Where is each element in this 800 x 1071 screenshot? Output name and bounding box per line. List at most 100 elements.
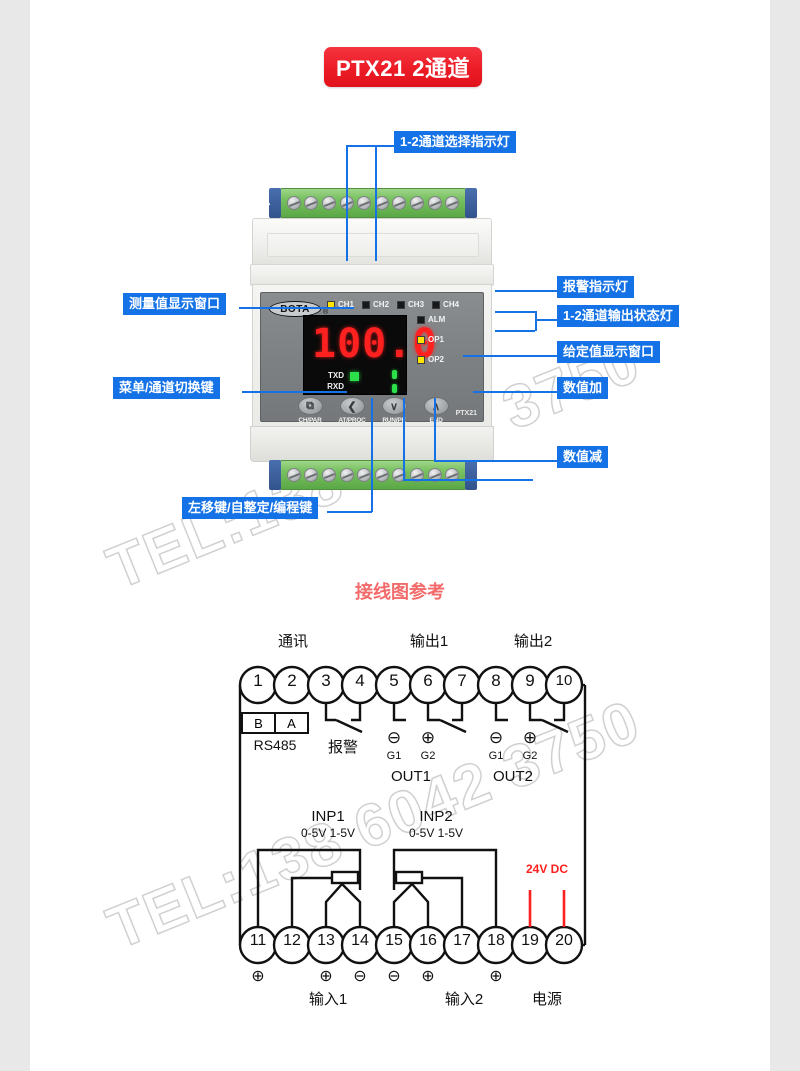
leader-line [434,398,436,461]
channel-led-label: CH4 [443,300,460,309]
terminal-number: 9 [525,671,535,690]
leader-line [463,355,559,357]
polarity-plus-icon: ⊕ [421,968,435,985]
wiring-group-label-comm: 通讯 [277,633,308,650]
button-caption: CH/PAR [298,417,322,424]
wiring-diagram: 通讯 输出1 输出2 1 2 3 4 5 6 7 8 9 10 B A RS48… [220,633,620,1020]
brand-registered-mark: ® [323,309,329,316]
wiring-group-label-input2: 输入2 [444,991,484,1008]
brand-logo: BOTA [269,301,321,317]
page-canvas: PTX21 2通道 TEL:138 6042 3750 TEL:138 6042… [30,0,770,1071]
status-led-alm: ALM [417,315,445,324]
terminal-number: 12 [283,932,301,949]
leader-line [403,479,533,481]
measured-value-display: 100.0 [312,321,438,367]
inp2-name: INP2 [419,808,453,825]
inp1-range: 0-5V 1-5V [300,826,356,840]
status-led-label: ALM [428,315,446,324]
led-indicator-icon [432,300,441,309]
button-end[interactable]: ∧ END [419,397,453,424]
rs485-name: RS485 [253,737,297,753]
wiring-section-title: 接线图参考 [355,582,445,602]
rxd-label: RXD [327,382,344,391]
callout-menu-channel-key: 菜单/通道切换键 [113,377,220,399]
power-voltage-label: 24V DC [525,862,569,876]
terminal-screw [321,468,336,482]
led-indicator-icon [417,335,425,344]
leader-line [371,398,373,512]
leader-line [346,145,376,147]
terminal-screw [357,196,372,210]
channel-led-label: CH3 [408,300,425,309]
resistor-symbol [394,870,424,885]
leader-line [434,460,559,462]
terminal-screw [304,196,319,210]
channel-led-label: CH1 [338,300,355,309]
led-indicator-icon [362,300,371,309]
polarity-minus-icon: ⊖ [488,728,504,747]
terminal-number: 5 [389,671,399,690]
setpoint-segment [392,370,397,379]
wiring-group-label-out1: 输出1 [409,633,449,650]
down-arrow-icon[interactable]: ∨ [381,397,407,415]
status-led-label: OP2 [428,355,445,364]
leader-line [535,319,559,321]
leader-line [375,145,397,147]
callout-value-up: 数值加 [557,377,609,399]
terminal-number: 3 [321,671,331,690]
terminal-number: 10 [555,672,573,689]
out2-g2-label: G2 [522,750,538,762]
terminal-endcap-left [269,460,281,490]
terminal-screw [392,468,407,482]
terminal-number: 20 [555,932,573,949]
terminal-screw [321,196,336,210]
out1-g2-label: G2 [420,750,436,762]
status-led-op2: OP2 [417,355,445,364]
wiring-diagram-svg [238,665,587,965]
leader-line [327,511,372,513]
resistor-symbol [330,870,360,885]
leader-line [495,290,559,292]
callout-left-auto-prog-key: 左移键/自整定/编程键 [182,497,319,519]
button-caption: AT/PROC [338,417,366,424]
up-arrow-icon[interactable]: ∧ [423,397,449,415]
terminal-number: 11 [249,932,267,949]
left-arrow-icon[interactable]: ❮ [339,397,365,415]
inp2-range: 0-5V 1-5V [408,826,464,840]
terminal-number: 18 [487,932,505,949]
leader-line [403,398,405,480]
channel-led-ch3: CH3 [397,300,424,309]
loop-arrow-icon[interactable]: ⧉ [297,397,323,415]
product-title-banner: PTX21 2通道 [324,47,482,87]
channel-led-ch4: CH4 [432,300,459,309]
terminal-number: 19 [521,932,539,949]
comm-labels: TXD RXD [308,370,344,392]
device-case-mid [250,264,494,286]
status-led-column: ALM OP1 OP2 [417,315,445,375]
terminal-screw [392,196,407,210]
wiring-group-label-power: 电源 [531,991,562,1008]
keypad: ⧉ CH/PAR ❮ AT/PROC ∨ RUN/PE ∧ END [293,397,453,424]
button-at-proc[interactable]: ❮ AT/PROC [335,397,369,424]
inp1-name: INP1 [311,808,345,825]
button-ch-par[interactable]: ⧉ CH/PAR [293,397,327,424]
polarity-plus-icon: ⊕ [420,728,436,747]
out1-name: OUT1 [390,768,431,785]
button-run-pe[interactable]: ∨ RUN/PE [377,397,411,424]
rs485-a-label: A [287,715,296,731]
terminal-screw [409,196,424,210]
callout-value-down: 数值减 [557,446,609,468]
device-case-slot [267,233,479,257]
terminal-screw [445,468,460,482]
polarity-minus-icon: ⊖ [387,968,401,985]
leader-line [375,145,377,261]
setpoint-value-display [392,370,397,398]
terminal-endcap-left: ▲ [260,188,281,218]
terminal-screw [409,468,424,482]
button-caption: END [429,417,443,424]
terminal-endcap-right [465,188,477,218]
out2-g1-label: G1 [488,750,504,762]
rs485-b-label: B [243,714,276,732]
bottom-terminal-block [269,460,477,490]
device-model-tag: PTX21 [455,410,477,417]
